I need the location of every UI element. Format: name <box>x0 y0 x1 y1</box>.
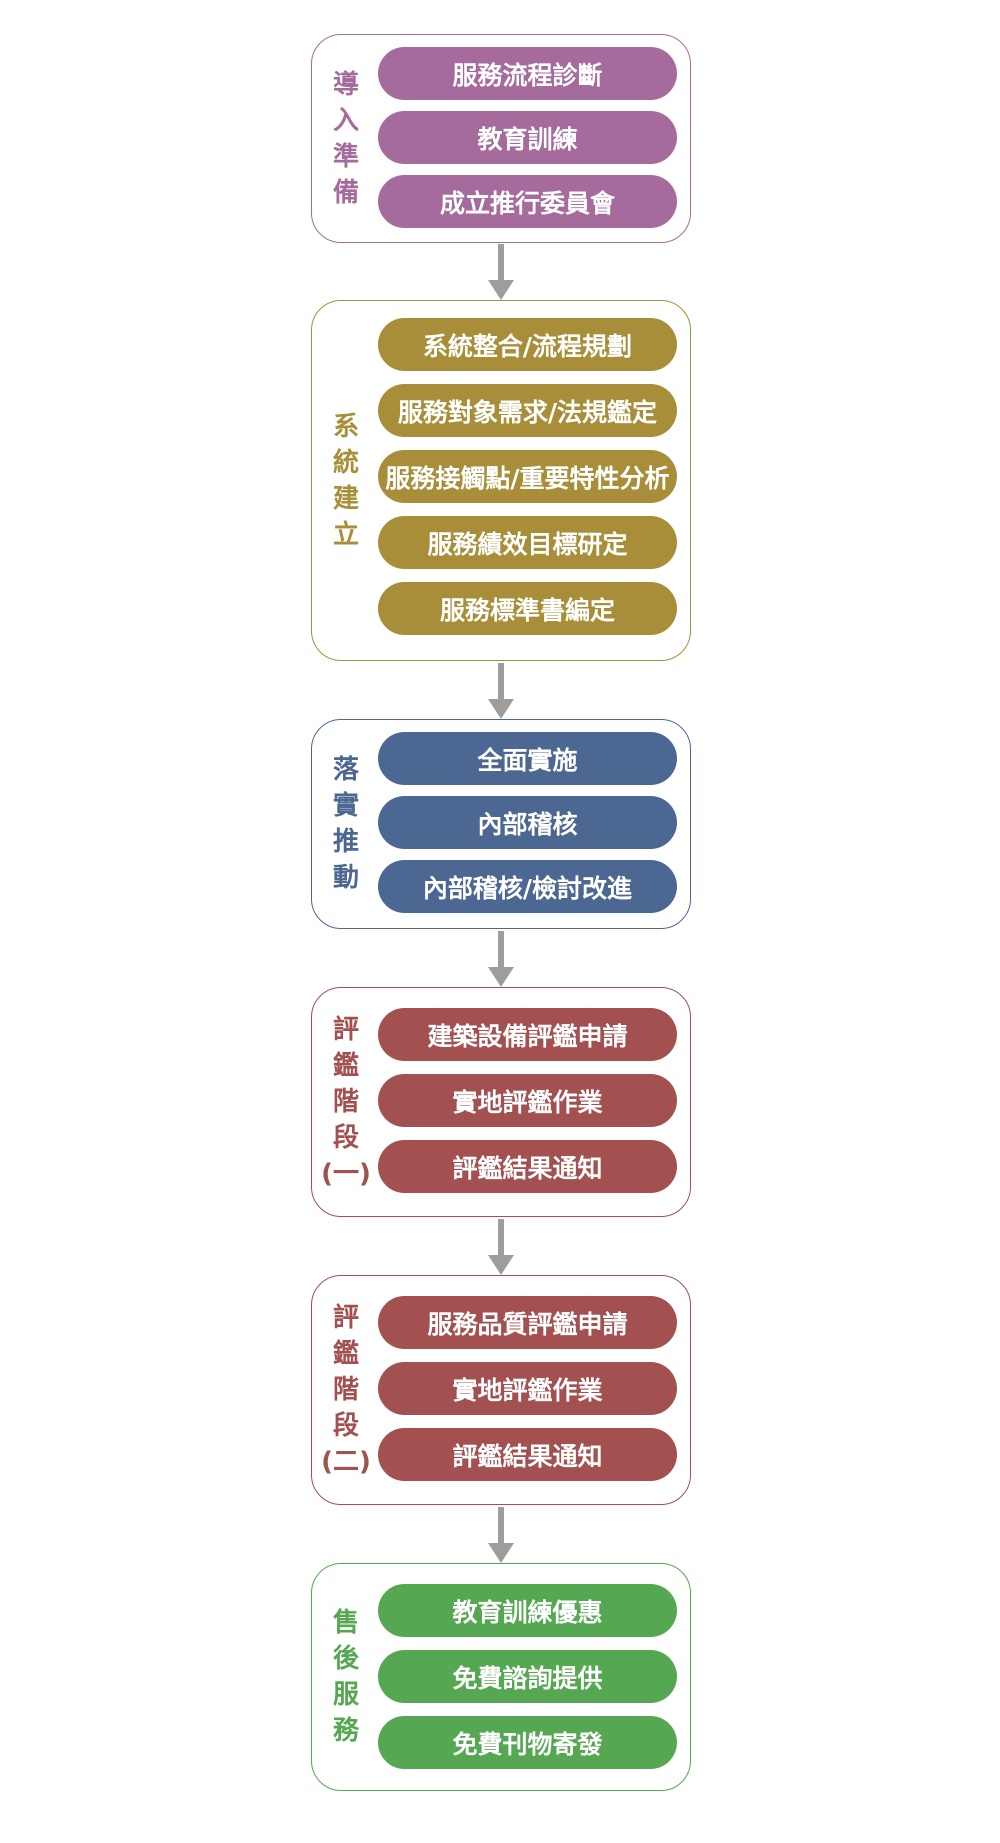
step-box: 服務對象需求/法規鑑定 <box>378 384 677 437</box>
stage-title: 評 鑑 階 段 (一) <box>321 1015 371 1189</box>
flow-arrow <box>488 663 514 719</box>
step-box: 評鑑結果通知 <box>378 1428 677 1481</box>
stage-label: 售 後 服 務 <box>322 1564 370 1790</box>
flow-arrow <box>488 244 514 300</box>
stage-evaluation-1: 評 鑑 階 段 (一) 建築設備評鑑申請 實地評鑑作業 評鑑結果通知 <box>311 987 691 1217</box>
step-box: 免費刊物寄發 <box>378 1716 677 1769</box>
flow-arrow <box>488 1507 514 1563</box>
step-box: 教育訓練 <box>378 111 677 164</box>
step-box: 服務品質評鑑申請 <box>378 1296 677 1349</box>
step-box: 服務績效目標研定 <box>378 516 677 569</box>
step-box: 成立推行委員會 <box>378 175 677 228</box>
stage-evaluation-2: 評 鑑 階 段 (二) 服務品質評鑑申請 實地評鑑作業 評鑑結果通知 <box>311 1275 691 1505</box>
stage-system-build: 系 統 建 立 系統整合/流程規劃 服務對象需求/法規鑑定 服務接觸點/重要特性… <box>311 300 691 661</box>
stage-label: 評 鑑 階 段 (一) <box>321 988 371 1216</box>
step-box: 內部稽核 <box>378 796 677 849</box>
step-box: 系統整合/流程規劃 <box>378 318 677 371</box>
stage-title: 系 統 建 立 <box>332 411 359 550</box>
stage-title: 評 鑑 階 段 (二) <box>321 1303 371 1477</box>
step-box: 評鑑結果通知 <box>378 1140 677 1193</box>
stage-preparation: 導 入 準 備 服務流程診斷 教育訓練 成立推行委員會 <box>311 34 691 243</box>
step-box: 服務流程診斷 <box>378 47 677 100</box>
stage-label: 評 鑑 階 段 (二) <box>321 1276 371 1504</box>
stage-label: 系 統 建 立 <box>322 301 370 660</box>
step-box: 實地評鑑作業 <box>378 1074 677 1127</box>
flow-arrow <box>488 931 514 987</box>
stage-label: 導 入 準 備 <box>322 35 370 242</box>
step-box: 服務接觸點/重要特性分析 <box>378 450 677 503</box>
stage-title: 落 實 推 動 <box>332 755 359 893</box>
step-box: 內部稽核/檢討改進 <box>378 860 677 913</box>
stage-title: 售 後 服 務 <box>332 1608 359 1746</box>
step-box: 全面實施 <box>378 732 677 785</box>
stage-label: 落 實 推 動 <box>322 720 370 928</box>
step-box: 服務標準書編定 <box>378 582 677 635</box>
step-box: 教育訓練優惠 <box>378 1584 677 1637</box>
stage-title: 導 入 準 備 <box>332 69 359 208</box>
flow-arrow <box>488 1219 514 1275</box>
step-box: 免費諮詢提供 <box>378 1650 677 1703</box>
step-box: 實地評鑑作業 <box>378 1362 677 1415</box>
stage-implementation: 落 實 推 動 全面實施 內部稽核 內部稽核/檢討改進 <box>311 719 691 929</box>
step-box: 建築設備評鑑申請 <box>378 1008 677 1061</box>
stage-after-sales: 售 後 服 務 教育訓練優惠 免費諮詢提供 免費刊物寄發 <box>311 1563 691 1791</box>
